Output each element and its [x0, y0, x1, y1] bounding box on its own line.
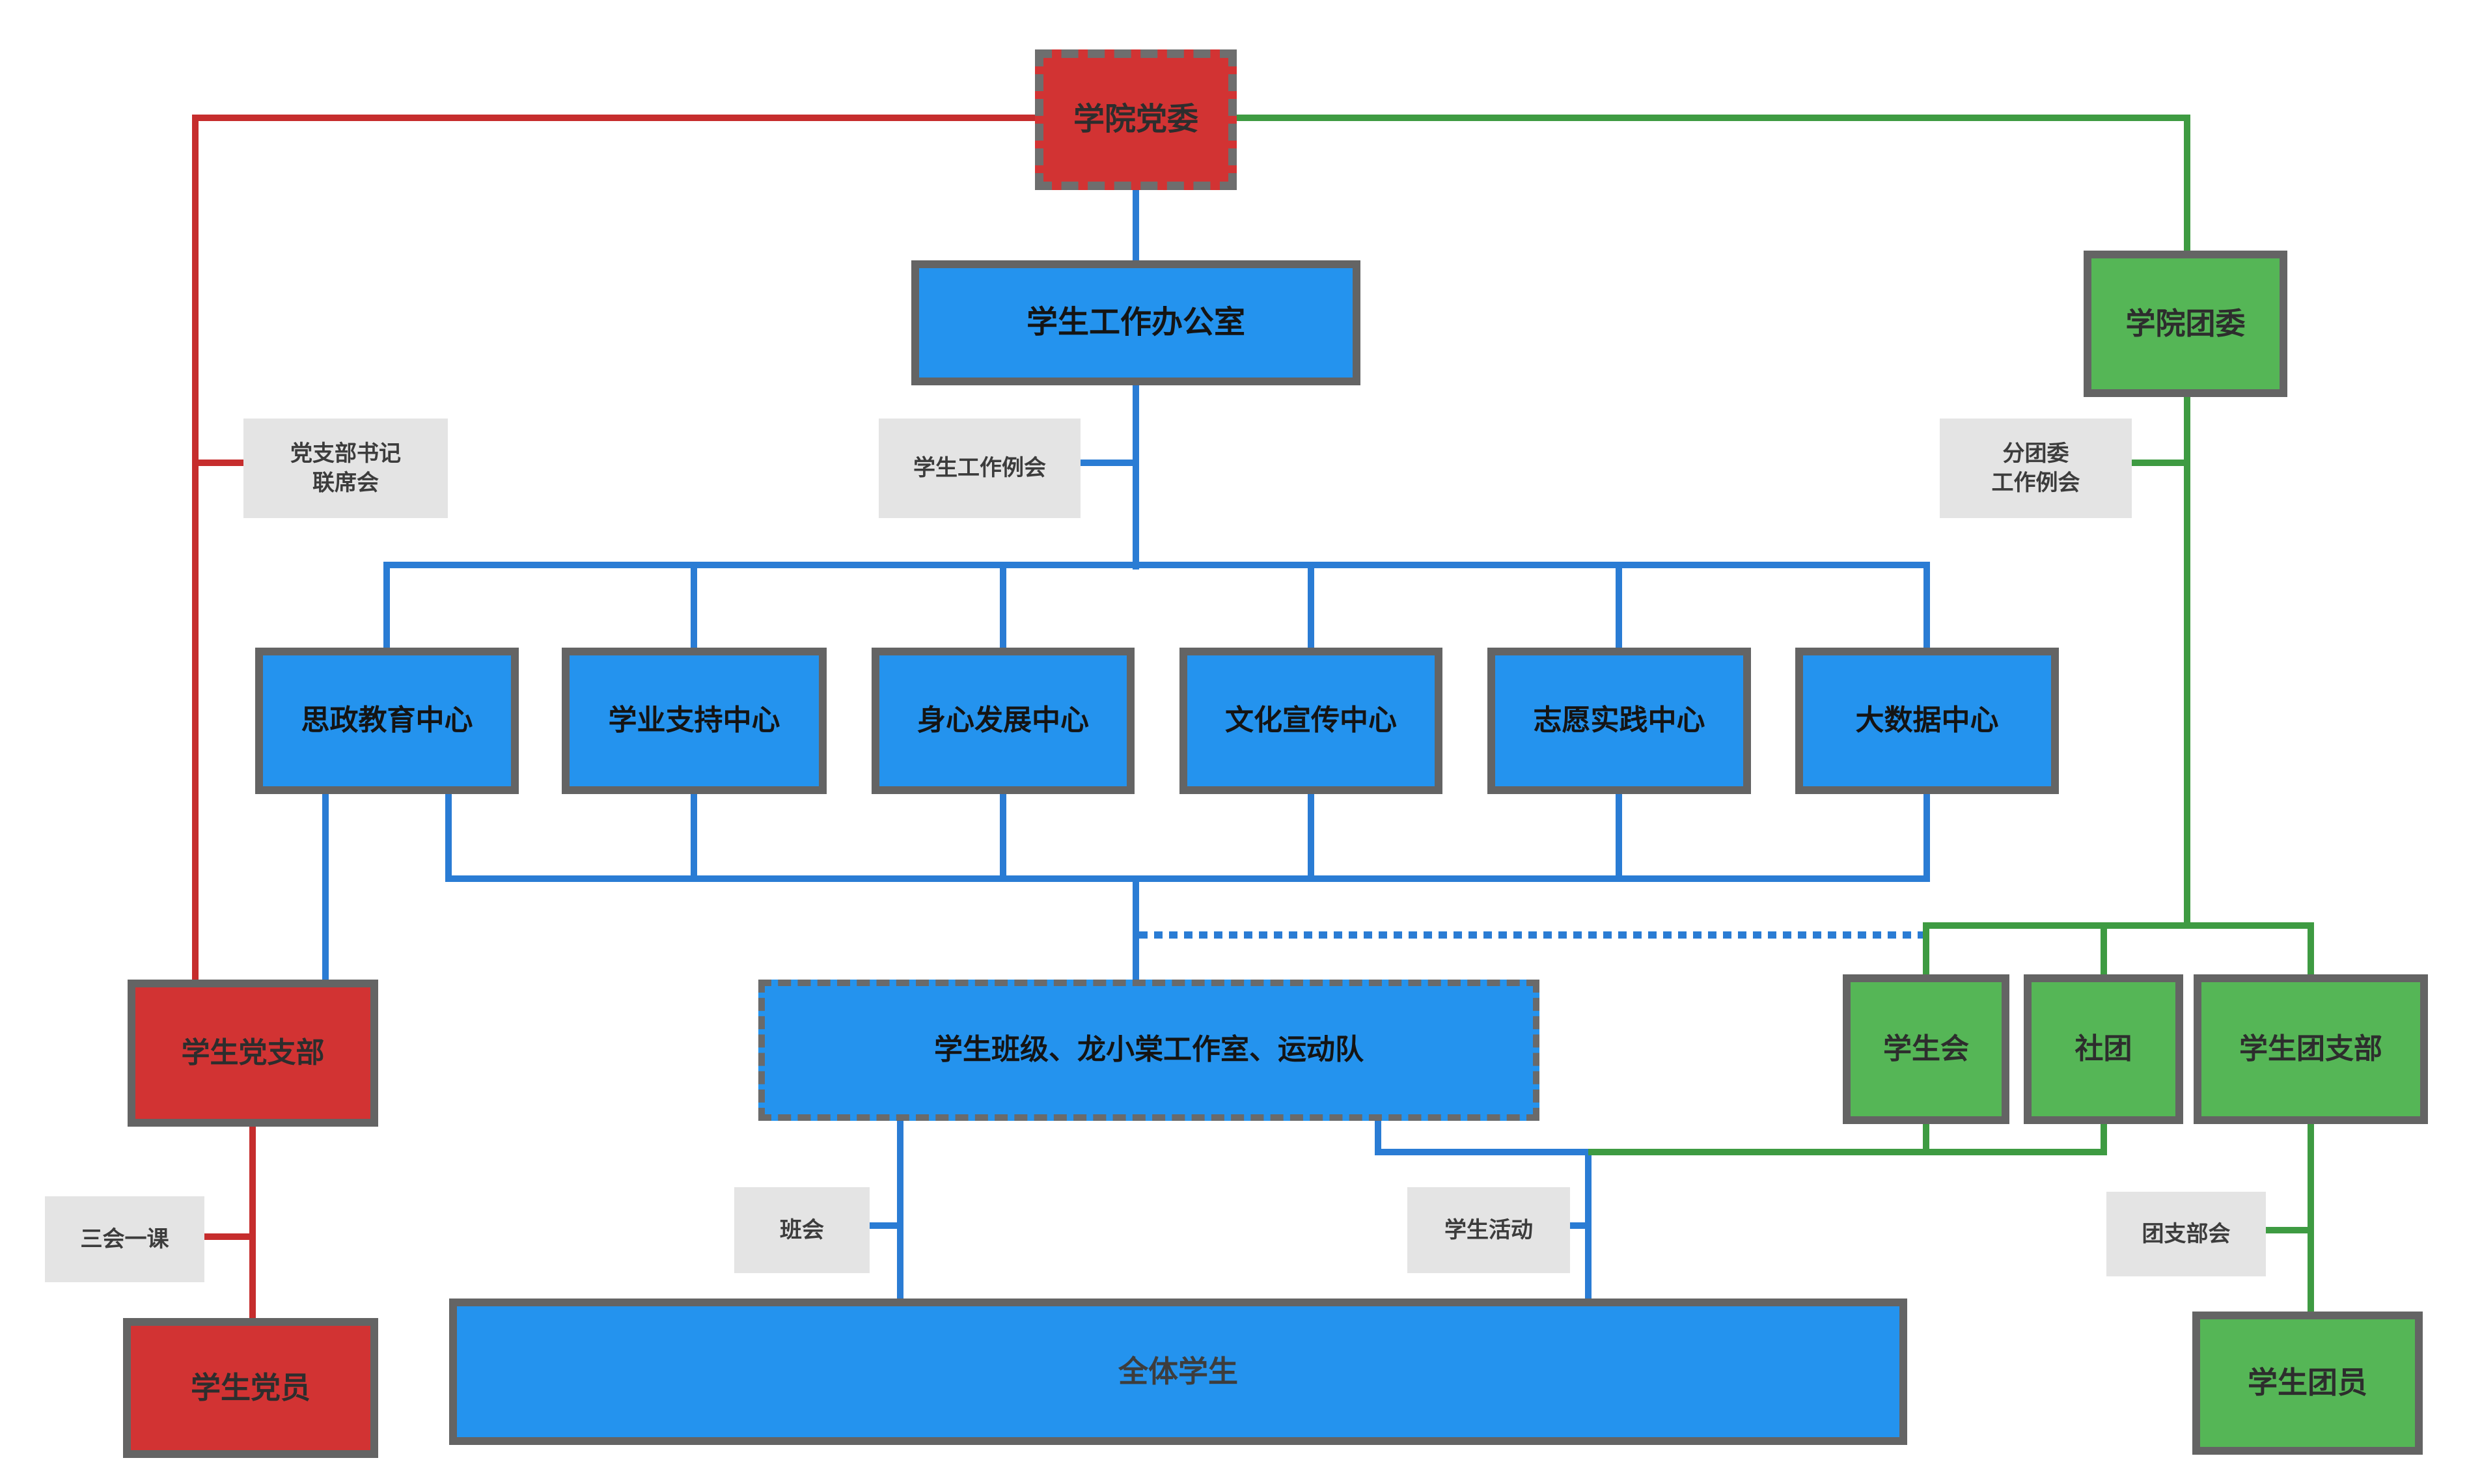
label-student-work-meeting: 学生工作例会 — [879, 419, 1081, 518]
edge-red-three-meetings-tick — [202, 1233, 254, 1240]
edge-blue-student-activities-tick — [1570, 1222, 1592, 1229]
label-line: 联席会 — [312, 470, 379, 495]
edge-green-drop-student-union — [1923, 926, 1929, 978]
edge-blue-rise-center-3 — [1000, 794, 1006, 882]
edge-red-joint-meeting-tick — [192, 460, 247, 466]
label-three-meetings-one-lesson: 三会一课 — [45, 1196, 204, 1282]
edge-blue-rise-center-2 — [691, 794, 697, 882]
node-center-mind-body-development: 身心发展中心 — [872, 648, 1135, 794]
node-student-league-members: 学生团员 — [2192, 1312, 2423, 1455]
node-college-party-committee: 学院党委 — [1035, 49, 1237, 190]
node-student-affairs-office: 学生工作办公室 — [911, 260, 1360, 385]
edge-blue-dotted-to-league-orgs — [1139, 931, 1927, 939]
edge-blue-bus-to-student-groups — [1133, 875, 1139, 983]
node-student-league-branch: 学生团支部 — [2194, 974, 2428, 1124]
edge-blue-groups-to-all-students-left — [897, 1121, 903, 1302]
edge-blue-drop-center-4 — [1308, 565, 1314, 651]
node-center-ideological-education: 思政教育中心 — [255, 648, 519, 794]
edge-blue-drop-center-6 — [1923, 565, 1930, 651]
node-college-youth-league-committee: 学院团委 — [2084, 251, 2287, 397]
node-center-culture-publicity: 文化宣传中心 — [1179, 648, 1442, 794]
label-line: 党支部书记 — [290, 441, 401, 467]
edge-blue-upper-distributor — [383, 562, 1930, 568]
edge-blue-activities-horizontal — [1375, 1149, 1592, 1155]
edge-blue-office-down — [1133, 385, 1139, 570]
edge-green-union-down — [1923, 1124, 1929, 1155]
edge-green-to-league-committee — [2184, 115, 2190, 254]
edge-green-league-meeting-tick — [2129, 460, 2190, 466]
edge-green-branch-meeting-tick — [2266, 1227, 2314, 1233]
label-party-branch-secretary-joint-meeting: 党支部书记 联席会 — [243, 419, 448, 518]
edge-green-party-committee-right — [1237, 115, 2190, 121]
edge-blue-rise-center-5 — [1616, 794, 1622, 882]
edge-blue-rise-center-1 — [445, 794, 452, 882]
edge-red-branch-to-members — [249, 1127, 256, 1321]
edge-blue-center1-to-party-branch — [322, 794, 329, 983]
label-sub-league-work-meeting: 分团委 工作例会 — [1940, 419, 2132, 518]
node-student-classes-workshop-sports-teams: 学生班级、龙小棠工作室、运动队 — [758, 980, 1539, 1121]
edge-blue-drop-center-2 — [691, 565, 697, 651]
edge-blue-party-to-office — [1133, 190, 1139, 263]
edge-blue-drop-center-1 — [383, 565, 390, 651]
node-center-academic-support: 学业支持中心 — [562, 648, 827, 794]
edge-green-drop-clubs — [2101, 926, 2107, 978]
node-student-party-members: 学生党员 — [123, 1318, 378, 1458]
edge-blue-drop-center-5 — [1616, 565, 1622, 651]
label-student-activities: 学生活动 — [1407, 1187, 1570, 1273]
edge-green-upper-distributor — [1923, 922, 2314, 929]
label-league-branch-meeting: 团支部会 — [2106, 1192, 2266, 1276]
edge-red-main-vertical — [192, 115, 199, 983]
label-line: 分团委 — [2002, 441, 2069, 467]
node-all-students: 全体学生 — [449, 1298, 1907, 1445]
edge-blue-rise-center-6 — [1923, 794, 1930, 882]
label-class-meeting: 班会 — [734, 1187, 870, 1273]
edge-green-league-main-vertical — [2184, 397, 2190, 929]
node-clubs: 社团 — [2024, 974, 2183, 1124]
node-center-big-data: 大数据中心 — [1795, 648, 2059, 794]
edge-blue-lower-bus — [445, 875, 1930, 882]
edge-red-party-committee-left — [192, 115, 1038, 121]
edge-blue-work-meeting-tick — [1077, 460, 1136, 466]
edge-blue-class-meeting-tick — [870, 1222, 903, 1229]
edge-blue-groups-down-right — [1375, 1121, 1381, 1155]
edge-green-bottom-horizontal — [1588, 1149, 2107, 1155]
label-line: 工作例会 — [1991, 470, 2080, 495]
edge-green-branch-to-members — [2308, 1124, 2314, 1315]
edge-blue-rise-center-4 — [1308, 794, 1314, 882]
edge-green-drop-league-branch — [2308, 926, 2314, 978]
edge-blue-drop-center-3 — [1000, 565, 1006, 651]
node-center-volunteer-practice: 志愿实践中心 — [1487, 648, 1751, 794]
node-student-union: 学生会 — [1843, 974, 2009, 1124]
node-student-party-branch: 学生党支部 — [128, 980, 378, 1127]
edge-green-clubs-down — [2101, 1124, 2107, 1155]
